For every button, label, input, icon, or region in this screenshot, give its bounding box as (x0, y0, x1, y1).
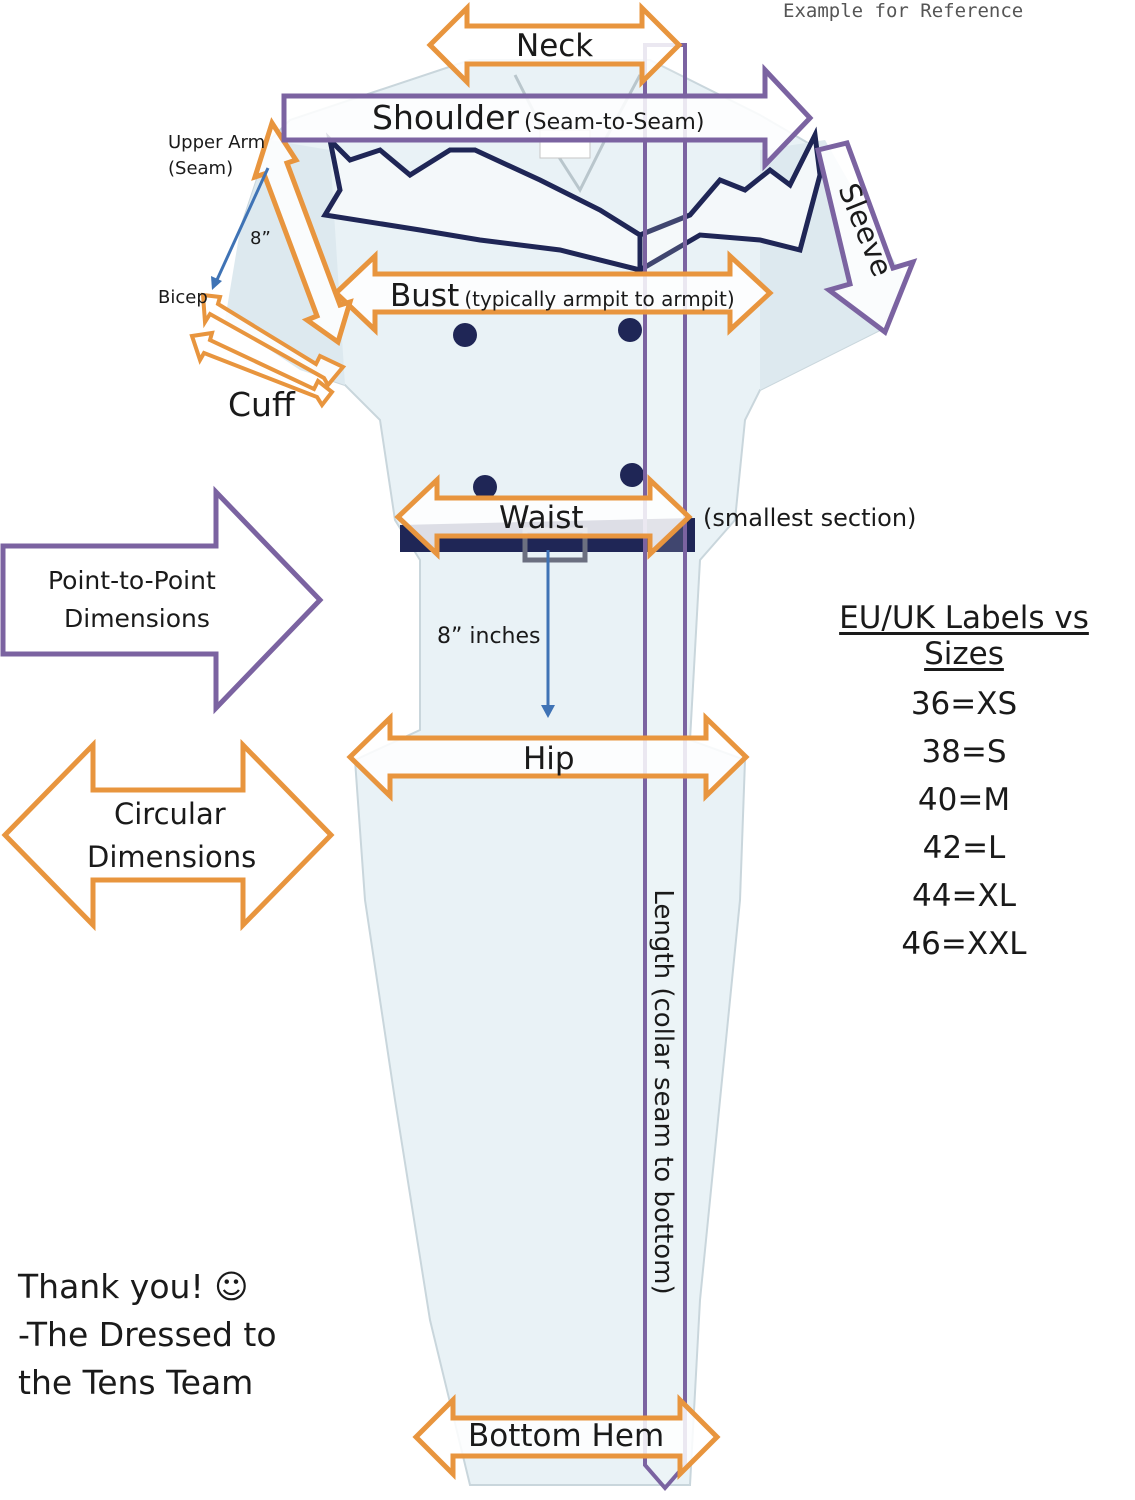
point-to-point-legend-arrow (0, 485, 324, 715)
button (620, 463, 644, 487)
size-chart: EU/UK Labels vs Sizes 36=XS 38=S 40=M 42… (796, 600, 1132, 968)
reference-note: Example for Reference (783, 0, 1024, 22)
upper-arm-arrow (251, 117, 354, 347)
neck-arrow (426, 1, 683, 89)
circular-title: Circular (114, 797, 226, 831)
bottom-hem-arrow (412, 1393, 721, 1481)
bicep-offset-arrow (214, 167, 270, 283)
cuff-label: Cuff (228, 385, 295, 424)
shoulder-label: Shoulder (372, 98, 519, 137)
shoulder-label-group: Shoulder (Seam-to-Seam) (372, 101, 704, 134)
circular-subtitle: Dimensions (87, 840, 257, 874)
cuff-arrow-2 (189, 330, 335, 409)
waist-note: (smallest section) (703, 504, 917, 532)
cuff-arrow-1 (200, 292, 347, 389)
button (453, 323, 477, 347)
bust-arrow (332, 250, 774, 336)
point-to-point-subtitle: Dimensions (64, 604, 210, 633)
size-item: 38=S (921, 734, 1007, 770)
bottom-hem-label: Bottom Hem (468, 1418, 665, 1454)
length-label: Length (collar seam to bottom) (648, 889, 678, 1295)
size-chart-title: EU/UK Labels vs Sizes (839, 600, 1089, 672)
waist-label: Waist (499, 500, 584, 536)
upper-arm-offset-label: 8” (250, 228, 271, 249)
button (618, 318, 642, 342)
shoulder-arrow (281, 63, 814, 172)
waist-arrow (394, 474, 693, 560)
neck-label: Neck (516, 28, 594, 64)
sleeve-arrow (814, 140, 918, 336)
waist-to-hip-label: 8” inches (437, 624, 541, 649)
bust-label-group: Bust (typically armpit to armpit) (390, 281, 735, 312)
circular-legend-arrow (1, 738, 335, 932)
point-to-point-title: Point-to-Point (48, 566, 216, 595)
hip-arrow (346, 712, 750, 802)
hip-label: Hip (523, 741, 575, 777)
upper-arm-label: Upper Arm (168, 132, 266, 153)
bicep-offset-arrowhead (211, 276, 222, 290)
size-item: 46=XXL (901, 926, 1027, 962)
size-item: 42=L (922, 830, 1006, 866)
size-item: 44=XL (912, 878, 1016, 914)
bicep-label: Bicep (158, 287, 208, 308)
size-item: 40=M (917, 782, 1011, 818)
upper-arm-note: (Seam) (168, 158, 234, 179)
size-chart-list: 36=XS 38=S 40=M 42=L 44=XL 46=XXL (796, 680, 1132, 968)
shoulder-note: (Seam-to-Seam) (524, 110, 705, 135)
button (473, 475, 497, 499)
thanks-line-2: -The Dressed to (18, 1315, 277, 1354)
thanks-line-1: Thank you! ☺ (18, 1267, 249, 1306)
waist-to-hip-arrowhead (541, 705, 555, 718)
collar-left (320, 132, 643, 274)
thanks-line-3: the Tens Team (18, 1363, 254, 1402)
bust-label: Bust (390, 278, 460, 314)
bust-note: (typically armpit to armpit) (464, 287, 735, 311)
size-item: 36=XS (910, 686, 1018, 722)
